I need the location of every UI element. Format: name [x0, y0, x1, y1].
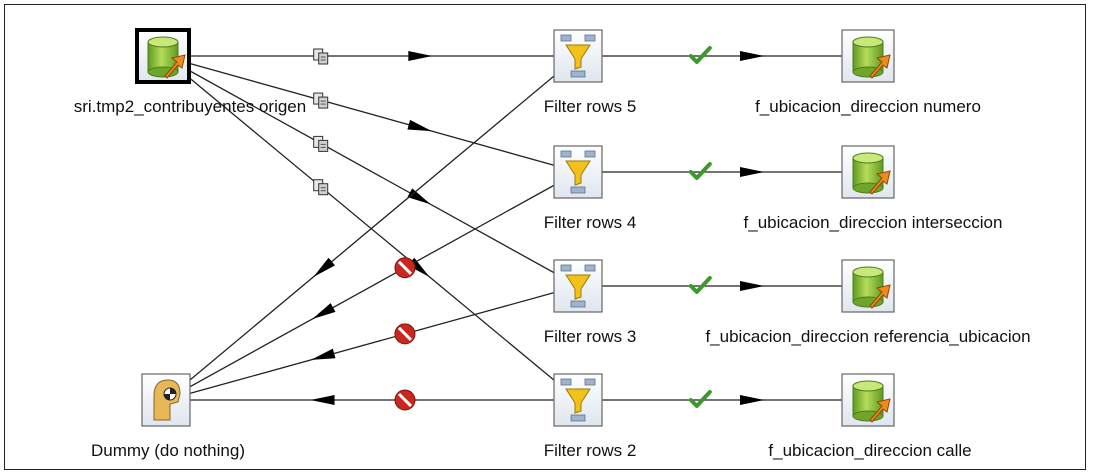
hops-layer — [162, 46, 868, 411]
false-result-stop-icon — [394, 323, 416, 345]
hop-filter4-to-out_interseccion[interactable] — [578, 162, 868, 180]
true-result-check-icon — [688, 162, 712, 180]
step-label: Filter rows 4 — [544, 213, 637, 232]
table-output-icon[interactable] — [841, 29, 895, 83]
hop-source-to-filter4[interactable] — [162, 55, 579, 173]
step-filter2[interactable]: Filter rows 2 — [544, 373, 637, 460]
step-out-calle[interactable]: f_ubicacion_direccion calle — [768, 373, 972, 460]
hop-filter3-to-dummy[interactable] — [165, 285, 579, 401]
hop-filter4-to-dummy[interactable] — [165, 171, 579, 401]
step-label: sri.tmp2_contribuyentes origen — [74, 97, 306, 116]
step-label: f_ubicacion_direccion referencia_ubicaci… — [705, 327, 1030, 346]
false-result-stop-icon — [394, 389, 416, 411]
copy-rows-icon — [313, 92, 329, 109]
filter-icon[interactable] — [553, 29, 603, 83]
step-label: Dummy (do nothing) — [91, 441, 245, 460]
hop-filter5-to-dummy[interactable] — [165, 55, 579, 401]
hop-filter2-to-dummy[interactable] — [166, 389, 578, 411]
hop-source-to-filter3[interactable] — [162, 55, 579, 287]
hop-filter2-to-out_calle[interactable] — [578, 390, 868, 408]
step-label: f_ubicacion_direccion calle — [768, 441, 971, 460]
step-filter4[interactable]: Filter rows 4 — [544, 145, 637, 232]
copy-rows-icon — [313, 179, 329, 196]
filter-icon[interactable] — [553, 145, 603, 199]
copy-rows-icon — [313, 135, 329, 152]
step-label: Filter rows 3 — [544, 327, 637, 346]
step-out-referencia[interactable]: f_ubicacion_direccion referencia_ubicaci… — [705, 259, 1031, 346]
hop-source-to-filter5[interactable] — [163, 48, 578, 65]
dummy-icon[interactable] — [141, 373, 191, 427]
hop-filter3-to-out_referencia[interactable] — [578, 276, 868, 294]
step-filter5[interactable]: Filter rows 5 — [544, 29, 637, 116]
canvas-border — [4, 4, 1086, 470]
true-result-check-icon — [688, 46, 712, 64]
true-result-check-icon — [688, 276, 712, 294]
table-input-icon[interactable] — [135, 28, 191, 84]
step-label: Filter rows 5 — [544, 97, 637, 116]
step-filter3[interactable]: Filter rows 3 — [544, 259, 637, 346]
step-out-numero[interactable]: f_ubicacion_direccion numero — [755, 29, 981, 116]
copy-rows-icon — [313, 48, 329, 65]
step-label: f_ubicacion_direccion numero — [755, 97, 981, 116]
true-result-check-icon — [688, 390, 712, 408]
filter-icon[interactable] — [553, 259, 603, 313]
hop-filter5-to-out_numero[interactable] — [578, 46, 868, 64]
filter-icon[interactable] — [553, 373, 603, 427]
table-output-icon[interactable] — [841, 145, 895, 199]
table-output-icon[interactable] — [841, 373, 895, 427]
step-label: Filter rows 2 — [544, 441, 637, 460]
false-result-stop-icon — [394, 257, 416, 279]
step-out-interseccion[interactable]: f_ubicacion_direccion interseccion — [744, 145, 1003, 232]
step-source[interactable]: sri.tmp2_contribuyentes origen — [74, 28, 306, 116]
step-dummy[interactable]: Dummy (do nothing) — [91, 373, 245, 460]
step-label: f_ubicacion_direccion interseccion — [744, 213, 1003, 232]
table-output-icon[interactable] — [841, 259, 895, 313]
